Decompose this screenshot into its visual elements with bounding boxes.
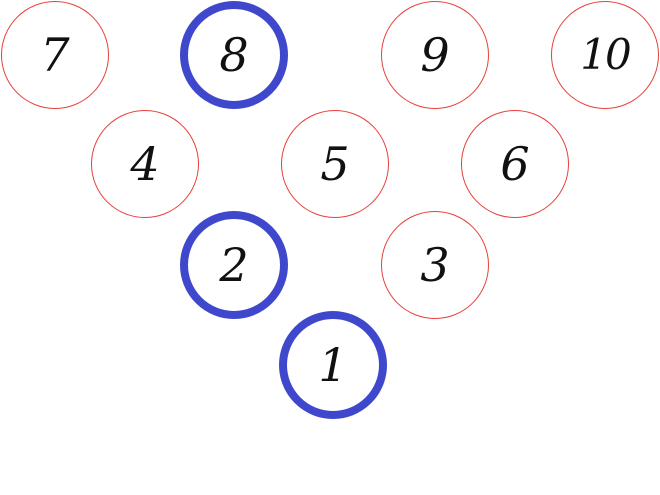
- pin-3[interactable]: 3: [381, 211, 489, 319]
- pin-7[interactable]: 7: [1, 1, 109, 109]
- pin-number: 4: [130, 137, 160, 191]
- pin-number: 10: [580, 30, 631, 79]
- pin-9[interactable]: 9: [381, 1, 489, 109]
- pin-number: 1: [318, 338, 348, 392]
- pin-4[interactable]: 4: [91, 110, 199, 218]
- pin-1[interactable]: 1: [279, 311, 387, 419]
- pin-number: 6: [500, 137, 530, 191]
- pin-number: 9: [420, 28, 450, 82]
- pin-number: 7: [40, 28, 70, 82]
- pin-8[interactable]: 8: [180, 1, 288, 109]
- pin-5[interactable]: 5: [281, 110, 389, 218]
- pin-6[interactable]: 6: [461, 110, 569, 218]
- pin-number: 8: [219, 28, 249, 82]
- pin-number: 5: [320, 137, 350, 191]
- pin-number: 2: [219, 238, 249, 292]
- pin-10[interactable]: 10: [551, 1, 659, 109]
- pin-2[interactable]: 2: [180, 211, 288, 319]
- pin-number: 3: [420, 238, 450, 292]
